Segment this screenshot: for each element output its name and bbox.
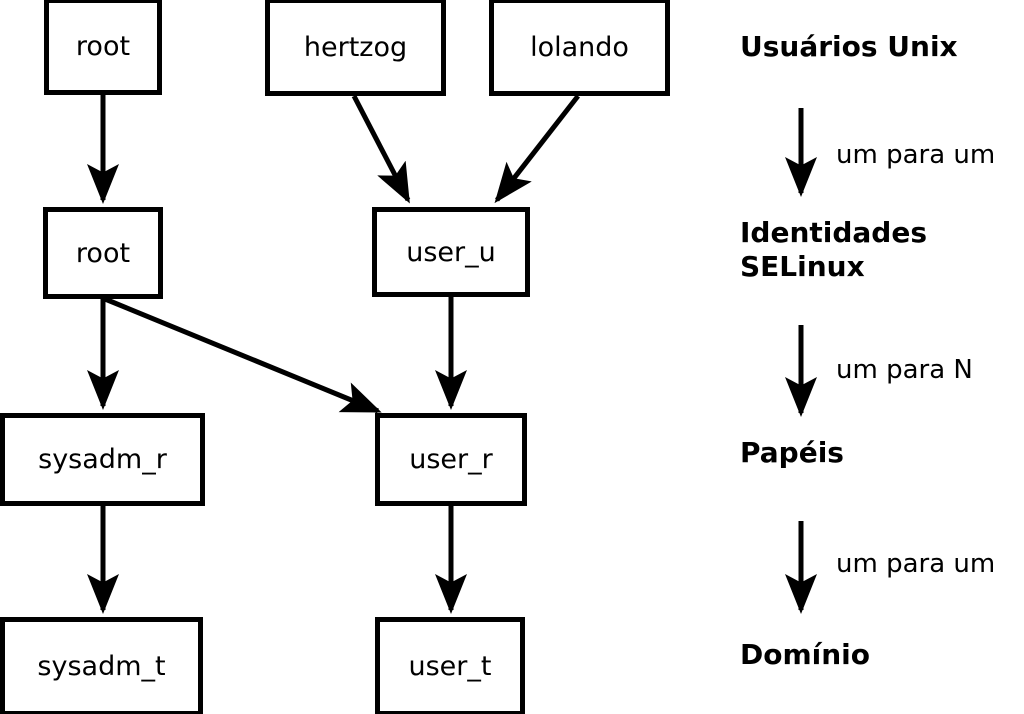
node-unix-user-root[interactable]: root — [44, 0, 162, 95]
node-role-sysadm-r[interactable]: sysadm_r — [0, 413, 205, 506]
node-label: sysadm_t — [37, 651, 166, 682]
edge-lolando-to-user-u — [494, 94, 580, 204]
node-label: lolando — [530, 31, 629, 63]
node-label: user_r — [409, 444, 493, 475]
node-label: root — [75, 31, 131, 62]
legend-relation-one-to-one-bottom: um para um — [836, 549, 996, 579]
node-unix-user-hertzog[interactable]: hertzog — [265, 0, 446, 96]
node-identity-root[interactable]: root — [43, 207, 163, 299]
node-identity-user-u[interactable]: user_u — [372, 207, 530, 297]
node-unix-user-lolando[interactable]: lolando — [489, 0, 670, 96]
legend-level-roles: Papéis — [740, 436, 844, 469]
edge-hertzog-to-user-u — [351, 94, 411, 204]
legend-level-selinux-identities-line1: Identidades — [740, 216, 928, 249]
node-label: sysadm_r — [38, 444, 167, 475]
legend-relation-one-to-n: um para N — [836, 355, 973, 385]
legend-relation-one-to-one-top: um para um — [836, 140, 996, 170]
node-domain-user-t[interactable]: user_t — [375, 617, 525, 714]
node-domain-sysadm-t[interactable]: sysadm_t — [0, 617, 203, 714]
node-label: root — [75, 237, 131, 269]
edge-identity-root-to-user-r — [104, 296, 382, 414]
node-label: user_t — [408, 651, 492, 682]
legend-level-unix-users: Usuários Unix — [740, 30, 958, 63]
node-role-user-r[interactable]: user_r — [375, 413, 527, 506]
node-label: hertzog — [303, 31, 408, 63]
legend-level-selinux-identities-line2: SELinux — [740, 250, 865, 283]
legend-level-domain: Domínio — [740, 638, 871, 671]
node-label: user_u — [406, 236, 496, 268]
